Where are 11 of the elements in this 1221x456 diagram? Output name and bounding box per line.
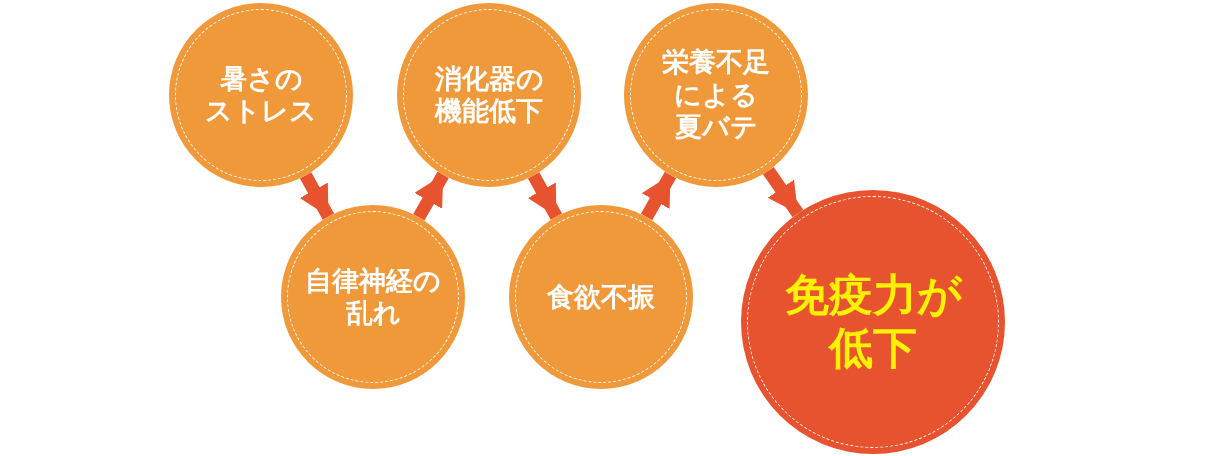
circle-label: 暑さのストレス (205, 62, 317, 128)
arrow (299, 172, 335, 220)
circle-label: 消化器の機能低下 (434, 62, 544, 128)
arrow (763, 166, 804, 218)
circle-label: 自律神経の乱れ (305, 264, 441, 330)
arrow (527, 172, 563, 220)
arrow (413, 171, 449, 221)
circle-label: 栄養不足による夏バテ (662, 46, 770, 144)
circle-label: 免疫力が低下 (784, 269, 962, 375)
arrow (640, 171, 677, 221)
circle-label: 食欲不振 (547, 280, 655, 314)
